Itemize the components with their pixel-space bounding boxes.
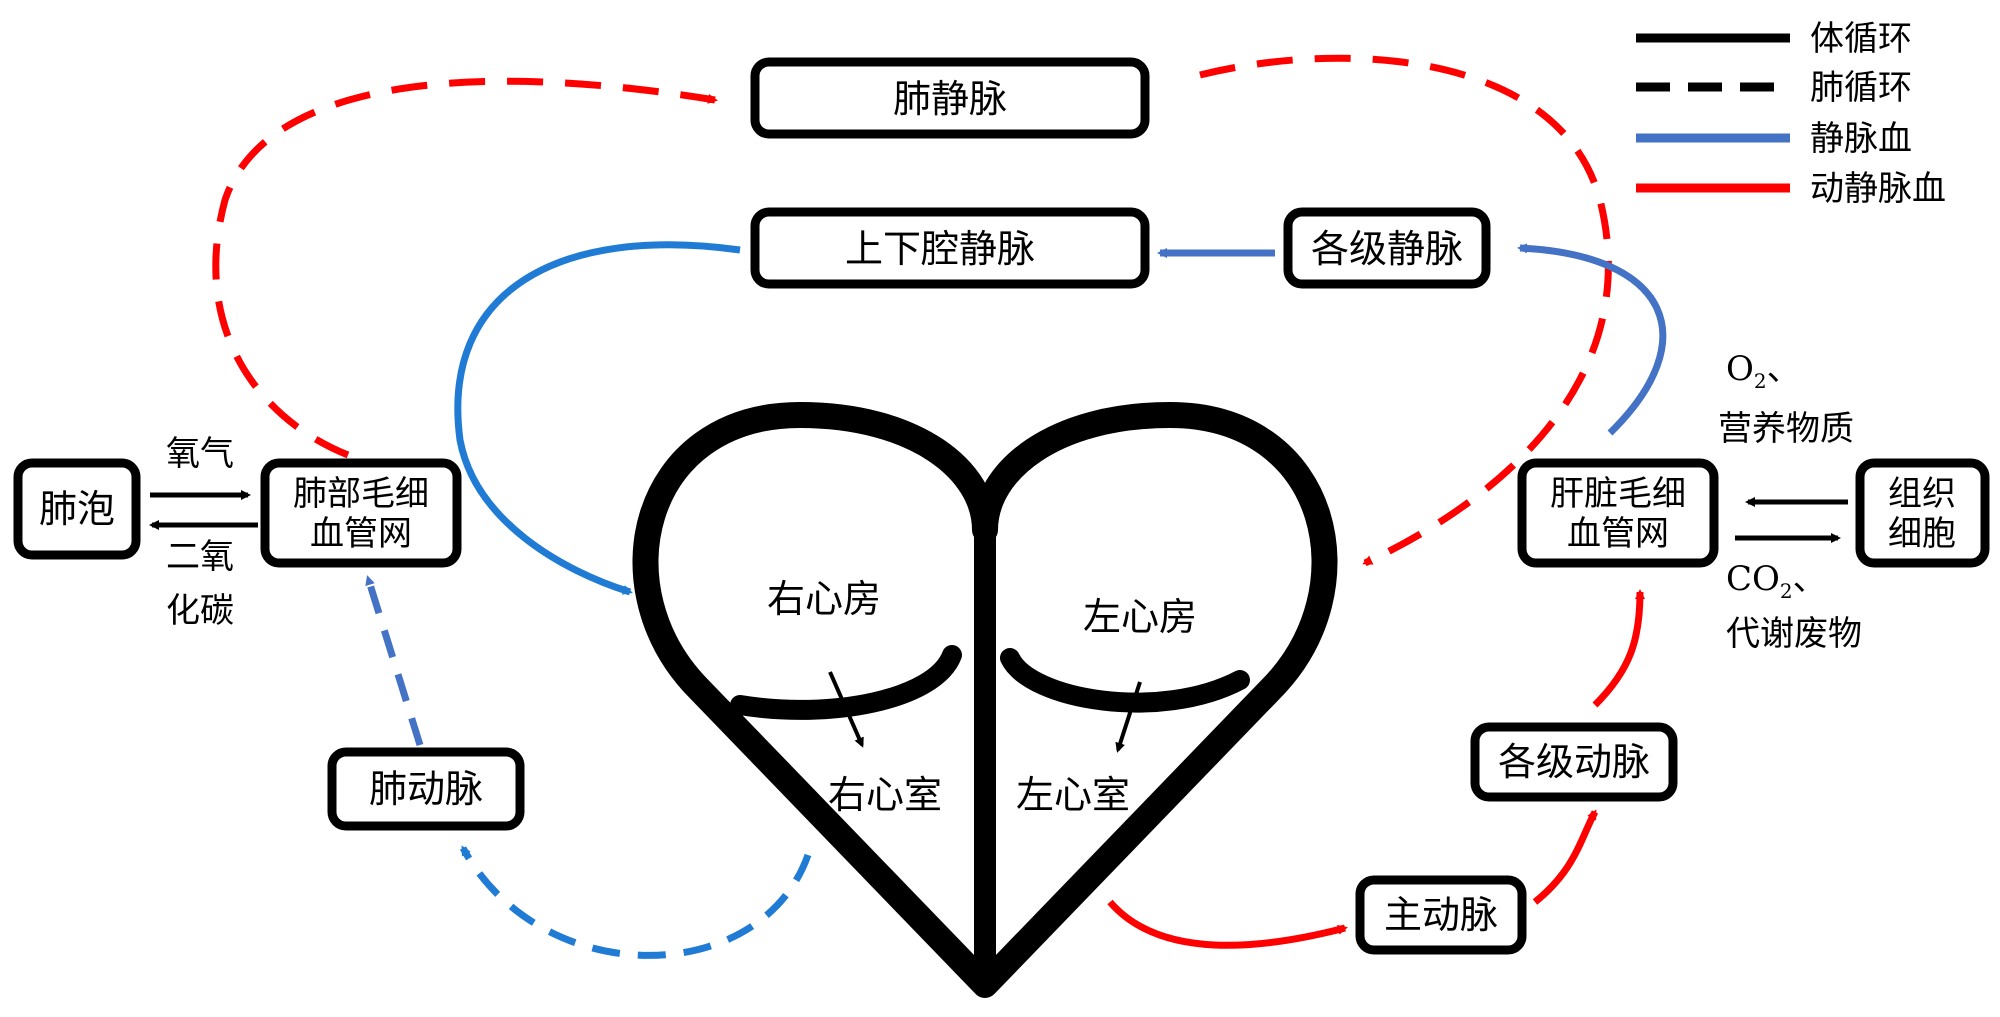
connector-arteries-to-liver-capillary	[1592, 589, 1645, 708]
connector-vena-cava-to-right-atrium	[454, 241, 741, 596]
legend: 体循环 肺循环 静脉血 动静脉血	[1636, 19, 1946, 209]
lung-capillary-label-line1: 肺部毛细	[293, 474, 429, 514]
connector-lung-capillary-to-pulmonary-vein	[212, 77, 718, 459]
legend-label-systemic: 体循环	[1810, 19, 1912, 59]
aorta-label: 主动脉	[1384, 893, 1498, 937]
node-aorta: 主动脉	[1355, 875, 1527, 955]
connector-aorta-to-arteries	[1532, 809, 1599, 905]
node-arteries-all-levels: 各级动脉	[1470, 722, 1678, 802]
pulmonary-artery-label: 肺动脉	[369, 767, 483, 811]
connector-pulmonary-vein-to-left-atrium	[1199, 54, 1612, 567]
oxygen-label: 氧气	[166, 434, 234, 474]
o2-suffix: 、	[1767, 349, 1801, 389]
left-ventricle-label: 左心室	[1016, 773, 1130, 817]
connector-liver-capillary-to-veins	[1517, 243, 1667, 436]
node-veins-all-levels: 各级静脉	[1283, 207, 1491, 289]
arteries-all-levels-label: 各级动脉	[1498, 740, 1650, 784]
pulmonary-vein-label: 肺静脉	[893, 77, 1007, 121]
vena-cava-label: 上下腔静脉	[845, 227, 1035, 271]
left-atrium-label: 左心房	[1083, 595, 1197, 639]
right-valve	[730, 645, 962, 720]
legend-label-venous: 静脉血	[1810, 119, 1912, 159]
co2-waste-label: CO2、 代谢废物	[1726, 559, 1862, 654]
nutrients-label: 营养物质	[1718, 409, 1854, 449]
co2-prefix: CO	[1726, 559, 1780, 599]
arrow-right-atrium-to-ventricle	[828, 671, 864, 748]
node-tissue-cell: 组织 细胞	[1855, 458, 1990, 568]
left-valve	[1000, 648, 1250, 713]
connector-right-ventricle-to-pulmonary-artery	[459, 845, 812, 959]
co2-suffix: 、	[1793, 559, 1827, 599]
heart: 右心房 左心房 右心室 左心室	[632, 402, 1338, 998]
veins-all-levels-label: 各级静脉	[1311, 227, 1463, 271]
right-atrium-label: 右心房	[767, 577, 881, 621]
liver-capillary-label-line1: 肝脏毛细	[1550, 474, 1686, 514]
o2-nutrient-label: O2、 营养物质	[1718, 349, 1854, 449]
node-alveoli: 肺泡	[13, 458, 141, 560]
o2-prefix: O	[1726, 349, 1754, 389]
tissue-cell-label-line2: 细胞	[1888, 514, 1956, 554]
liver-capillary-label-line2: 血管网	[1567, 514, 1669, 554]
right-ventricle-label: 右心室	[828, 773, 942, 817]
legend-label-pulmonary: 肺循环	[1810, 68, 1912, 108]
arrow-left-atrium-to-ventricle	[1115, 681, 1142, 753]
tissue-cell-label-line1: 组织	[1888, 474, 1956, 514]
co2-label-line1: 二氧	[166, 537, 234, 577]
node-pulmonary-artery: 肺动脉	[327, 747, 525, 831]
alveoli-label: 肺泡	[39, 487, 115, 531]
svg-text:O2、: O2、	[1726, 349, 1801, 393]
node-vena-cava: 上下腔静脉	[750, 207, 1150, 289]
svg-text:CO2、: CO2、	[1726, 559, 1827, 603]
lung-capillary-label-line2: 血管网	[310, 514, 412, 554]
connector-left-ventricle-to-aorta	[1107, 899, 1348, 949]
co2-subscript: 2	[1780, 579, 1793, 603]
node-lung-capillary: 肺部毛细 血管网	[260, 458, 462, 568]
connector-pulmonary-artery-to-lung-capillary	[364, 575, 424, 747]
co2-label-line2: 化碳	[166, 591, 234, 631]
o2-subscript: 2	[1754, 369, 1767, 393]
legend-label-arterial: 动静脉血	[1810, 169, 1946, 209]
node-liver-capillary: 肝脏毛细 血管网	[1517, 458, 1719, 568]
wastes-label: 代谢废物	[1726, 614, 1862, 654]
node-pulmonary-vein: 肺静脉	[750, 57, 1150, 139]
